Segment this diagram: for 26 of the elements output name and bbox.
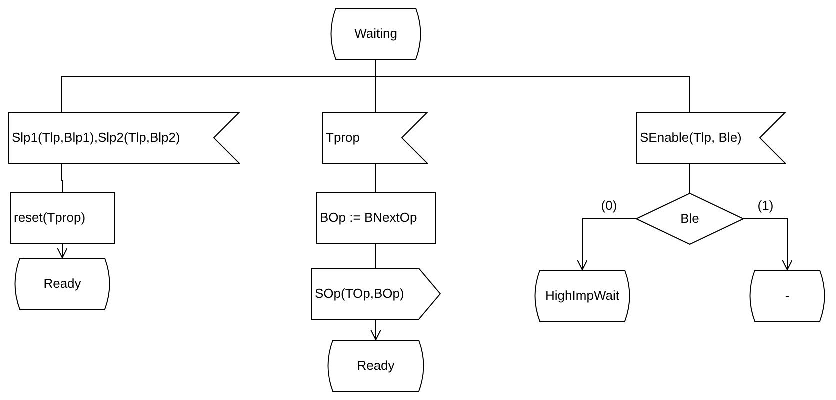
node-text: BOp := BNextOp: [319, 209, 418, 228]
input-signal-shape: [636, 112, 786, 164]
edge-label: (1): [756, 199, 776, 212]
node-text: SEnable(Tlp, Ble): [639, 129, 743, 148]
task-box: [10, 192, 115, 244]
node-text: Ready: [42, 275, 82, 294]
node-text: Waiting: [354, 25, 398, 44]
decision-diamond: [636, 193, 744, 245]
node-text: SOp(TOp,BOp): [314, 285, 406, 304]
node-text: Ready: [356, 357, 396, 376]
node-text: Ble: [680, 210, 700, 228]
node-text: Tprop: [325, 129, 361, 148]
edge-label: (0): [599, 199, 620, 212]
node-text: Slp1(Tlp,Blp1),Slp2(Tlp,Blp2): [11, 129, 182, 148]
output-signal-shape: [311, 268, 441, 320]
arrow: [744, 218, 793, 270]
node-text: -: [784, 287, 791, 306]
input-signal-shape: [8, 112, 240, 164]
arrow: [57, 244, 68, 258]
connector-line: [62, 164, 63, 192]
input-signal-shape: [322, 112, 428, 164]
node-text: HighImpWait: [544, 287, 620, 306]
task-box: [316, 192, 436, 244]
arrow: [370, 320, 382, 340]
node-text: reset(Tprop): [13, 209, 87, 228]
arrow: [577, 218, 636, 270]
